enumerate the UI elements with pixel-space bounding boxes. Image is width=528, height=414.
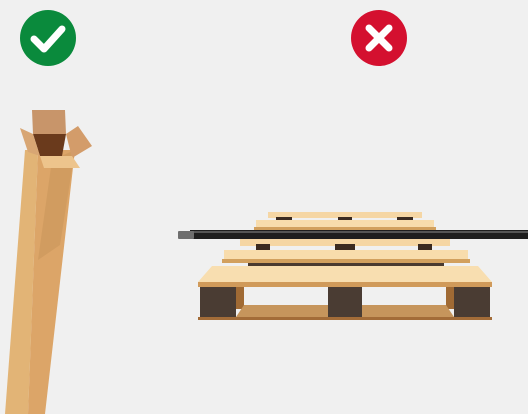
wooden-pallet	[198, 212, 492, 320]
cardboard-box	[5, 110, 92, 414]
metal-pipe	[178, 230, 528, 239]
